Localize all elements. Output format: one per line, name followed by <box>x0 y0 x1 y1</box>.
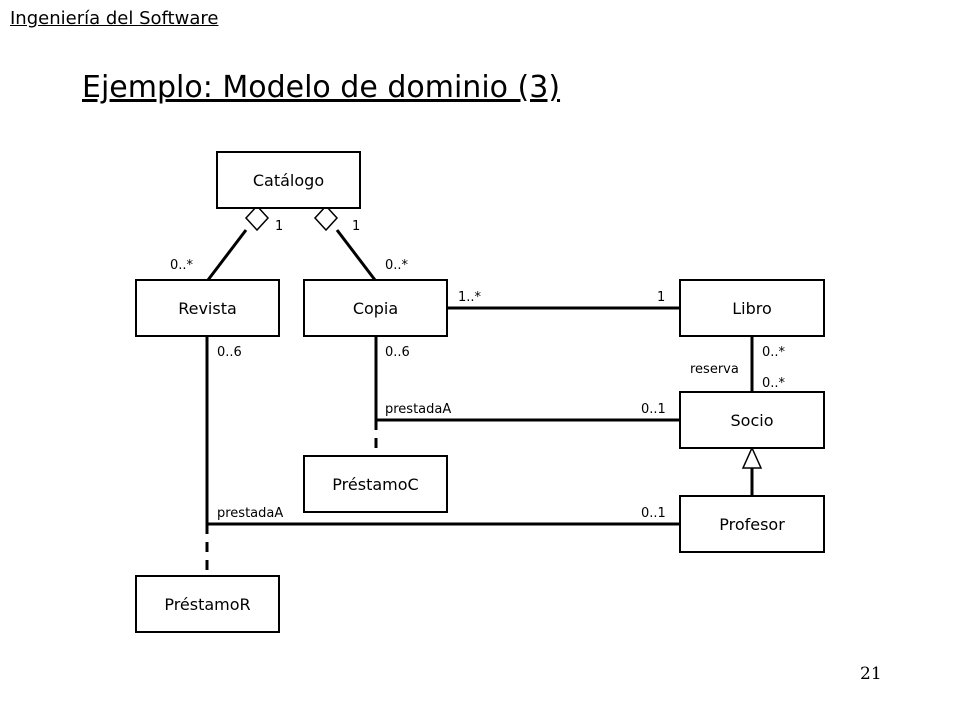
mult-libro-many: 0..* <box>762 345 786 360</box>
class-prestamoR: PréstamoR <box>135 575 280 633</box>
mult-copia-06: 0..6 <box>385 345 410 360</box>
role-prestadaA-revista: prestadaA <box>217 506 283 521</box>
class-libro-name: Libro <box>732 299 772 318</box>
class-catalogo-name: Catálogo <box>253 171 324 190</box>
slide-title: Ejemplo: Modelo de dominio (3) <box>82 70 561 105</box>
mult-profesor-01: 0..1 <box>641 506 666 521</box>
mult-libro-one: 1 <box>657 290 665 305</box>
mult-socio-01: 0..1 <box>641 402 666 417</box>
line-catalogo-revista <box>206 229 248 281</box>
aggregation-diamond-copia <box>313 204 339 232</box>
page-number: 21 <box>860 664 882 684</box>
class-revista-name: Revista <box>178 299 237 318</box>
class-socio-name: Socio <box>731 411 774 430</box>
class-profesor-name: Profesor <box>719 515 785 534</box>
class-copia-name: Copia <box>353 299 398 318</box>
class-copia: Copia <box>303 279 448 337</box>
mult-rev-many: 0..* <box>170 258 194 273</box>
class-revista: Revista <box>135 279 280 337</box>
role-prestadaA-copia: prestadaA <box>385 402 451 417</box>
role-reserva: reserva <box>690 362 739 377</box>
mult-copia-libro-many: 1..* <box>458 290 482 305</box>
course-header: Ingeniería del Software <box>10 8 219 29</box>
aggregation-diamond-revista <box>244 204 270 232</box>
class-socio: Socio <box>679 391 825 449</box>
class-prestamoC: PréstamoC <box>303 455 448 513</box>
mult-cat-rev-one: 1 <box>275 219 283 234</box>
class-prestamoR-name: PréstamoR <box>164 595 250 614</box>
generalization-triangle <box>741 446 763 469</box>
class-prestamoC-name: PréstamoC <box>332 475 418 494</box>
class-profesor: Profesor <box>679 495 825 553</box>
class-catalogo: Catálogo <box>216 151 361 209</box>
line-catalogo-copia <box>335 229 377 281</box>
class-libro: Libro <box>679 279 825 337</box>
mult-socio-many: 0..* <box>762 376 786 391</box>
mult-cat-cop-one: 1 <box>352 219 360 234</box>
mult-cop-many: 0..* <box>385 258 409 273</box>
mult-revista-06: 0..6 <box>217 345 242 360</box>
